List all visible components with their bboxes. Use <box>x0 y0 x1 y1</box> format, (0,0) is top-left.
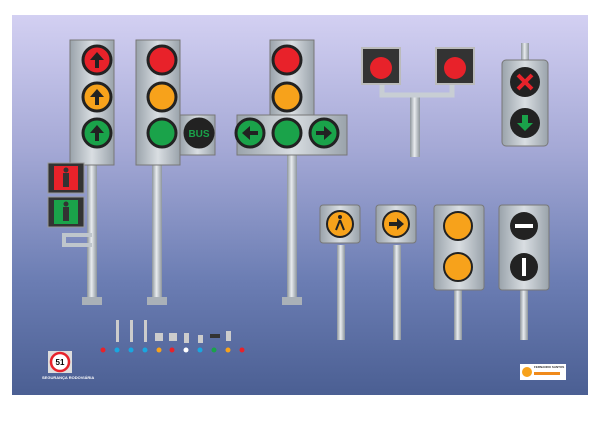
traffic-signals-poster: BUS <box>12 15 588 395</box>
tram-bar-signal <box>498 204 550 340</box>
logo-caption: SEGURANÇA RODOVIÁRIA <box>42 375 95 380</box>
bus-label: BUS <box>188 129 209 140</box>
bus-signal: BUS <box>135 39 216 305</box>
twin-red-signal <box>361 47 475 157</box>
pedestrian-amber-sign <box>319 204 361 340</box>
turn-arrow-signal <box>234 39 348 305</box>
legend-dots <box>100 320 245 353</box>
signals-illustration: BUS <box>47 39 566 380</box>
amber-twin-signal <box>433 204 485 340</box>
arrow-amber-sign <box>375 204 417 340</box>
author-logo <box>520 364 566 380</box>
lane-control-signal <box>501 43 549 147</box>
arrow-signal-tower <box>47 39 115 305</box>
road-safety-logo: 51 <box>48 351 72 373</box>
logo-number: 51 <box>56 358 65 367</box>
author-name: FERNANDO SANTOS <box>534 365 565 369</box>
